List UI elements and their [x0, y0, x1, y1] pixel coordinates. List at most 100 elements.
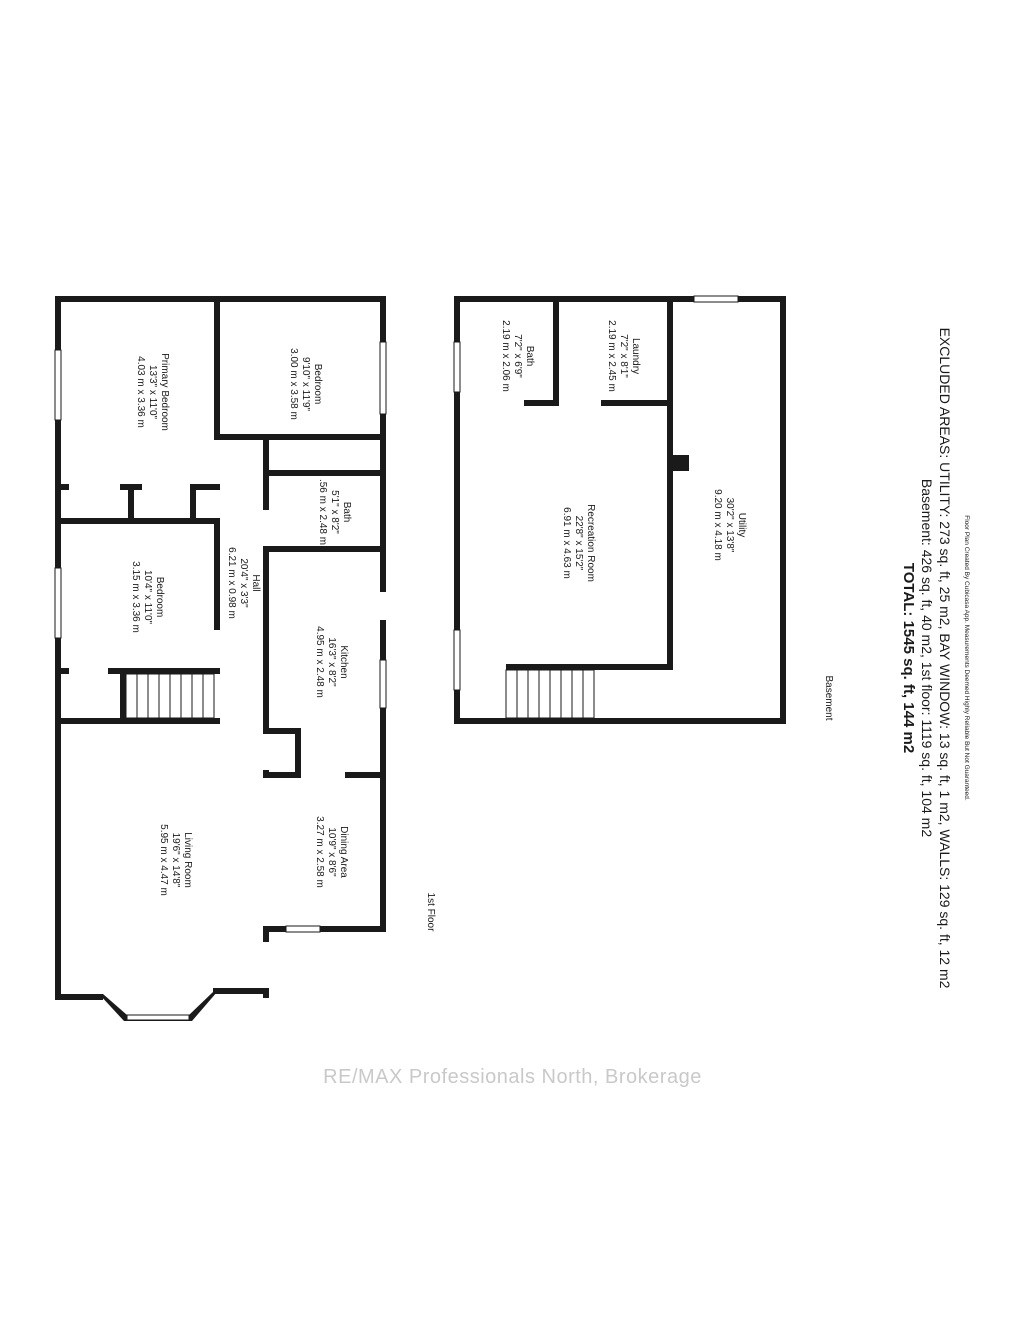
basement-bottom-wall — [454, 718, 786, 724]
first-floor-right-wall-upper — [380, 296, 386, 592]
room-size-metric: 6.91 m x 4.63 m — [561, 507, 572, 579]
wall-stairs-west — [120, 668, 126, 724]
room-size-metric: 3.00 m x 3.58 m — [288, 348, 299, 420]
wall-bath-north — [263, 470, 386, 476]
room-name: Primary Bedroom — [159, 353, 170, 431]
room-name: Living Room — [182, 832, 193, 888]
total-area: TOTAL: 1545 sq. ft, 144 m2 — [900, 563, 917, 753]
wall-utility-west — [667, 302, 673, 670]
wall-bedroom-a-south-right — [263, 434, 386, 440]
room-label-living-room: Living Room 19'6" x 14'8" 5.95 m x 4.47 … — [158, 824, 193, 896]
room-size-metric: 5.95 m x 4.47 m — [158, 824, 169, 896]
wall-bath-south — [263, 546, 386, 552]
room-size-imperial: 22'8" x 15'2" — [573, 516, 584, 571]
wall-stairs-south — [55, 718, 220, 724]
area-breakdown: Basement: 426 sq. ft, 40 m2, 1st floor: … — [919, 479, 935, 837]
room-size-imperial: 7'2" x 8'1" — [618, 334, 629, 378]
room-size-imperial: 13'3" x 11'0" — [147, 365, 158, 420]
wall-bedroom-b-south-right — [108, 668, 220, 674]
room-label-bedroom-a: Bedroom 9'10" x 11'9" 3.00 m x 3.58 m — [288, 348, 323, 420]
wall-kitchen-island-side — [295, 728, 301, 778]
first-floor-stairs — [125, 673, 215, 719]
bay-window-glass — [126, 1014, 190, 1021]
room-name: Dining Area — [338, 826, 349, 878]
room-label-dining-area: Dining Area 10'9" x 8'6" 3.27 m x 2.58 m — [314, 816, 349, 888]
first-floor-bottom-wall-left — [55, 994, 103, 1000]
first-floor-left-wall — [55, 296, 61, 1000]
wall-primary-bedroom-east — [214, 302, 220, 440]
room-size-imperial: 20'4" x 3'3" — [238, 558, 249, 608]
basement-top-wall — [454, 296, 786, 302]
room-label-bath: Bath 5'1" x 8'2" .56 m x 2.48 m — [317, 479, 352, 545]
wall-primary-bedroom-south — [55, 518, 220, 524]
first-floor-notch-wall — [263, 926, 269, 942]
room-name: Bedroom — [154, 577, 165, 618]
first-floor-bottom-wall-right — [263, 926, 386, 932]
window-bedroom-a — [379, 341, 387, 415]
wall-basement-bath-east — [553, 302, 559, 406]
basement-stairs — [505, 669, 595, 719]
room-name: Kitchen — [338, 645, 349, 678]
room-name: Utility — [736, 513, 747, 537]
wall-closet-stub-2 — [190, 484, 196, 522]
room-size-metric: 4.03 m x 3.36 m — [135, 356, 146, 428]
wall-kitchen-south-left — [263, 772, 301, 778]
area-summary: TOTAL: 1545 sq. ft, 144 m2 Basement: 426… — [900, 328, 970, 989]
room-size-imperial: 10'9" x 8'6" — [326, 827, 337, 877]
room-size-imperial: 5'1" x 8'2" — [329, 490, 340, 534]
room-label-recreation-room: Recreation Room 22'8" x 15'2" 6.91 m x 4… — [561, 504, 596, 582]
room-label-bedroom-b: Bedroom 10'4" x 11'0" 3.15 m x 3.36 m — [130, 561, 165, 633]
room-size-metric: 9.20 m x 4.18 m — [712, 489, 723, 561]
room-size-imperial: 30'2" x 13'8" — [724, 498, 735, 553]
first-floor-bottom-wall-mid — [213, 988, 269, 994]
first-floor-top-wall — [55, 296, 386, 302]
room-size-metric: 2.19 m x 2.45 m — [606, 320, 617, 392]
utility-chimney — [673, 455, 689, 471]
window-recreation-room — [453, 629, 461, 691]
room-name: Bedroom — [312, 364, 323, 405]
first-floor-bottom-stub — [263, 988, 269, 998]
first-floor-plan: Primary Bedroom 13'3" x 11'0" 4.03 m x 3… — [54, 296, 436, 1021]
window-kitchen — [379, 659, 387, 709]
room-label-laundry: Laundry 7'2" x 8'1" 2.19 m x 2.45 m — [606, 320, 641, 392]
room-size-metric: 2.19 m x 2.06 m — [500, 320, 511, 392]
wall-kitchen-south-right — [345, 772, 386, 778]
room-size-imperial: 19'6" x 14'8" — [170, 833, 181, 888]
room-size-metric: 3.15 m x 3.36 m — [130, 561, 141, 633]
wall-kitchen-west — [263, 546, 269, 730]
basement-plan: Bath 7'2" x 6'9" 2.19 m x 2.06 m Laundry… — [453, 295, 834, 724]
wall-laundry-south — [601, 400, 673, 406]
wall-bedroom-b-east — [214, 522, 220, 630]
room-name: Laundry — [630, 338, 641, 374]
basement-right-wall — [780, 296, 786, 724]
basement-label: Basement — [823, 675, 834, 720]
wall-basement-bath-south — [524, 400, 559, 406]
window-bedroom-b — [54, 567, 62, 639]
room-name: Hall — [250, 574, 261, 591]
excluded-areas: EXCLUDED AREAS: UTILITY: 273 sq. ft, 25 … — [937, 328, 953, 989]
disclaimer: Floor Plan Created By Cubicasa App. Meas… — [963, 515, 970, 801]
room-size-imperial: 7'2" x 6'9" — [512, 334, 523, 378]
window-dining — [285, 925, 321, 933]
window-primary-bedroom — [54, 349, 62, 421]
wall-closet-top-3 — [190, 484, 220, 490]
wall-closet-top-1 — [55, 484, 69, 490]
first-floor-label: 1st Floor — [425, 893, 436, 933]
room-label-hall: Hall 20'4" x 3'3" 6.21 m x 0.98 m — [226, 547, 261, 619]
wall-kitchen-island-top — [263, 728, 301, 734]
room-name: Recreation Room — [585, 504, 596, 582]
wall-utility-south — [506, 664, 673, 670]
room-size-metric: .56 m x 2.48 m — [317, 479, 328, 545]
room-name: Bath — [524, 346, 535, 367]
room-size-imperial: 10'4" x 11'0" — [142, 570, 153, 625]
room-size-metric: 4.95 m x 2.48 m — [314, 626, 325, 698]
room-name: Bath — [341, 502, 352, 523]
room-size-imperial: 16'3" x 8'2" — [326, 637, 337, 687]
room-label-kitchen: Kitchen 16'3" x 8'2" 4.95 m x 2.48 m — [314, 626, 349, 698]
brokerage-watermark: RE/MAX Professionals North, Brokerage — [323, 1066, 702, 1088]
wall-bedroom-b-south-left — [55, 668, 69, 674]
room-label-basement-bath: Bath 7'2" x 6'9" 2.19 m x 2.06 m — [500, 320, 535, 392]
room-size-imperial: 9'10" x 11'9" — [300, 357, 311, 412]
window-utility — [693, 295, 739, 303]
room-size-metric: 6.21 m x 0.98 m — [226, 547, 237, 619]
